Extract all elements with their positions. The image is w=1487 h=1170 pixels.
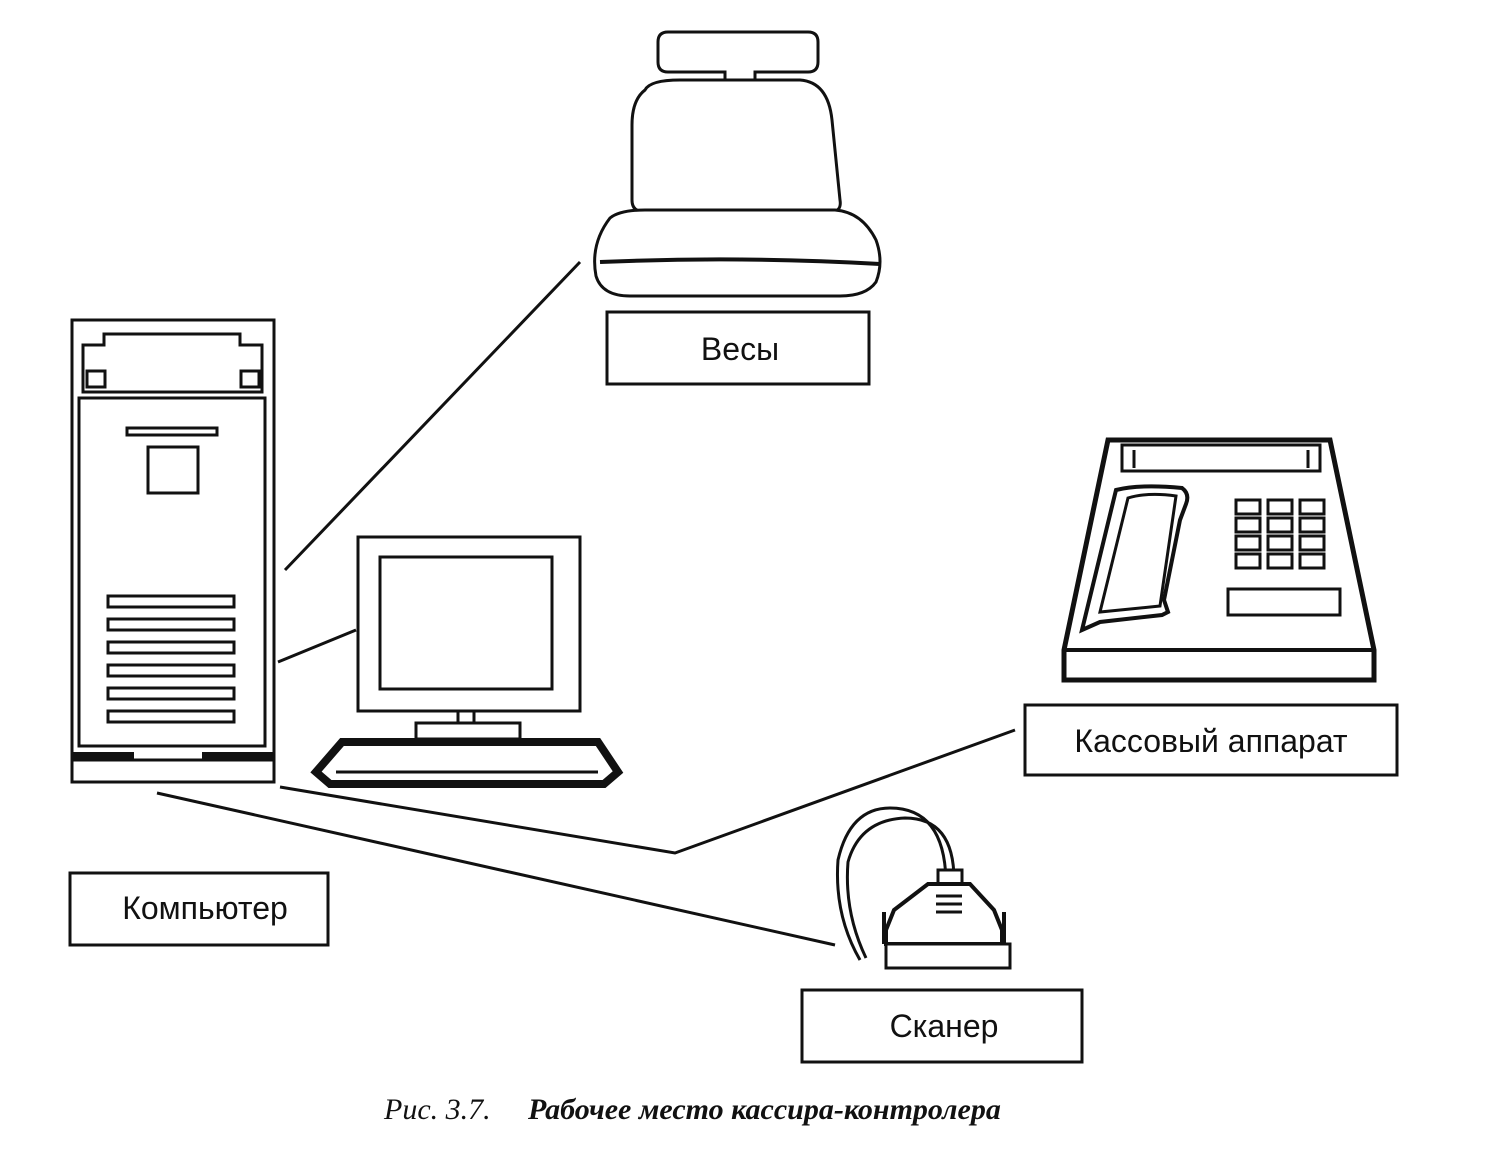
scanner-icon [836, 806, 1012, 970]
monitor-icon [356, 535, 582, 741]
figure-caption: Рис. 3.7. Рабочее место кассира-контроле… [383, 1093, 1001, 1126]
label-scanner: Сканер [800, 988, 1084, 1064]
connection-computer-monitor [277, 628, 357, 664]
keypad [1234, 498, 1326, 570]
cash-register-icon [1061, 437, 1377, 683]
caption-number: Рис. 3.7. [383, 1093, 491, 1126]
connection-lines [156, 260, 1016, 947]
label-computer-text: Компьютер [122, 890, 288, 926]
label-cash-register-text: Кассовый аппарат [1074, 723, 1348, 759]
label-scales: Весы [605, 310, 871, 386]
connection-computer-scales [283, 260, 582, 572]
scales-icon [593, 30, 882, 298]
connection-computer-register [279, 728, 1016, 855]
label-scanner-text: Сканер [890, 1008, 999, 1044]
connection-computer-scanner [156, 791, 836, 947]
label-scales-text: Весы [701, 331, 779, 367]
label-cash-register: Кассовый аппарат [1023, 703, 1399, 777]
label-computer: Компьютер [68, 871, 330, 947]
caption-title: Рабочее место кассира-контролера [527, 1093, 1001, 1126]
computer-tower-icon [70, 318, 276, 784]
keyboard-icon [310, 738, 624, 788]
